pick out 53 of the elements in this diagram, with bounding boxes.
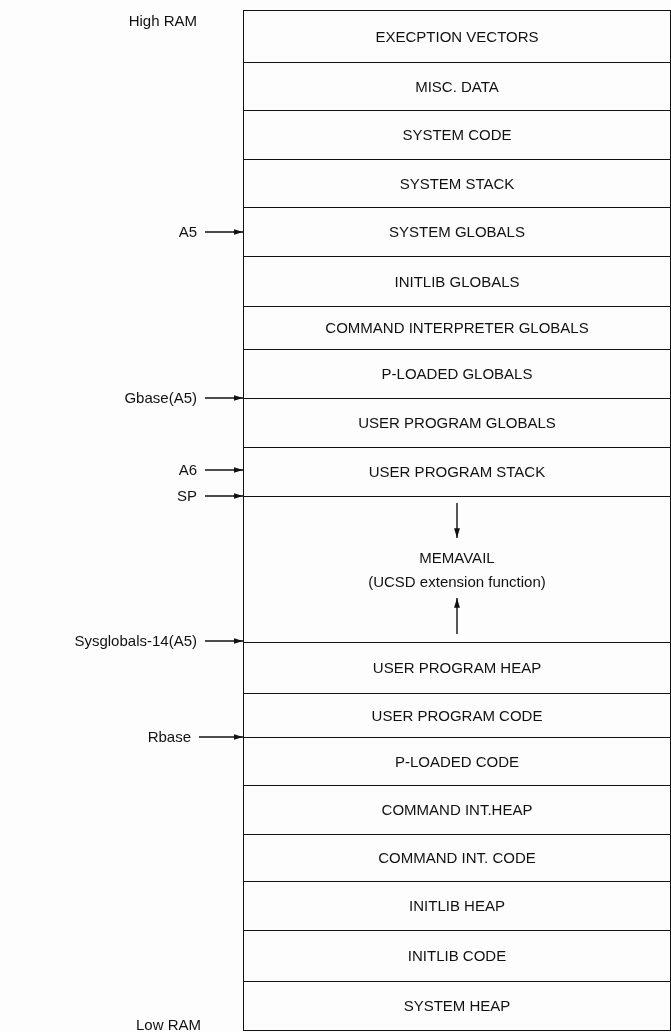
memory-region	[243, 981, 671, 1031]
memory-region	[243, 110, 671, 160]
memory-region	[243, 881, 671, 931]
pointer-label: Gbase(A5)	[124, 389, 197, 407]
pointer-label: Rbase	[147, 728, 191, 746]
region-note: (UCSD extension function)	[368, 571, 546, 592]
memory-end-label: Low RAM	[135, 1016, 201, 1032]
memory-region	[243, 785, 671, 835]
region-label: SYSTEM STACK	[399, 173, 515, 194]
region-label: INITLIB CODE	[407, 946, 507, 966]
region-label: USER PROGRAM GLOBALS	[358, 413, 556, 433]
region-label: COMMAND INTERPRETER GLOBALS	[325, 318, 589, 338]
pointer-arrow	[198, 734, 244, 740]
region-label: COMMAND INT.HEAP	[381, 800, 533, 820]
pointer-arrow	[204, 493, 244, 499]
memory-region	[243, 642, 671, 694]
region-label: MEMAVAIL	[419, 547, 495, 568]
memory-region	[243, 256, 671, 307]
region-label: P-LOADED CODE	[394, 751, 520, 772]
pointer-label: Sysglobals-14(A5)	[74, 632, 197, 650]
memory-region	[243, 398, 671, 448]
region-label: USER PROGRAM CODE	[371, 705, 543, 726]
pointer-label: A5	[178, 223, 197, 241]
memory-region	[243, 930, 671, 982]
region-label: USER PROGRAM STACK	[368, 462, 546, 482]
region-label: SYSTEM HEAP	[403, 996, 511, 1016]
region-label: INITLIB HEAP	[409, 896, 505, 916]
memory-region	[243, 349, 671, 399]
region-label: USER PROGRAM HEAP	[372, 658, 542, 678]
region-label: INITLIB GLOBALS	[394, 271, 520, 292]
region-label: COMMAND INT. CODE	[378, 848, 536, 868]
pointer-arrow	[204, 229, 244, 235]
region-label: SYSTEM CODE	[402, 125, 512, 145]
region-label: MISC. DATA	[415, 76, 499, 97]
memory-region	[243, 62, 671, 111]
memory-end-label: High RAM	[128, 12, 197, 30]
memory-region	[243, 159, 671, 208]
pointer-label: A6	[178, 461, 197, 479]
memory-region	[243, 447, 671, 497]
pointer-arrow	[204, 638, 244, 644]
region-label: P-LOADED GLOBALS	[381, 364, 533, 384]
memory-region	[243, 737, 671, 786]
region-label: SYSTEM GLOBALS	[389, 222, 525, 242]
memory-region	[243, 496, 671, 643]
memory-region	[243, 10, 671, 63]
pointer-label: SP	[177, 487, 197, 505]
memory-region	[243, 207, 671, 257]
memory-region	[243, 693, 671, 738]
pointer-arrow	[204, 395, 244, 401]
region-label: EXECPTION VECTORS	[375, 26, 539, 47]
memory-region	[243, 306, 671, 350]
memory-region	[243, 834, 671, 882]
pointer-arrow	[204, 467, 244, 473]
